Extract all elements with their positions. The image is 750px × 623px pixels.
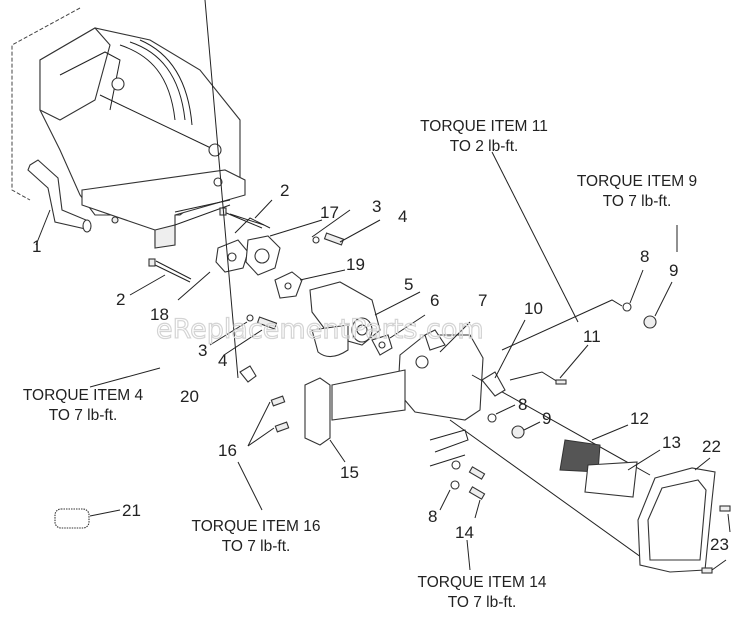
part-15-bracket: [304, 377, 346, 463]
callout-17: 17: [320, 203, 339, 222]
callout-3-upper: 3: [372, 197, 381, 216]
callout-19: 19: [346, 255, 365, 274]
torque-note-9: TORQUE ITEM 9 TO 7 lb-ft.: [577, 173, 697, 210]
callout-13: 13: [662, 433, 681, 452]
parts-8-14-lower: [429, 429, 486, 571]
callout-22: 22: [702, 437, 721, 456]
torque-note-16: TORQUE ITEM 16 TO 7 lb-ft.: [192, 518, 321, 555]
callout-6: 6: [430, 291, 439, 310]
torque-note-16-line1: TORQUE ITEM 16: [192, 518, 321, 535]
callout-9-upper: 9: [669, 261, 678, 280]
callout-21: 21: [122, 501, 141, 520]
parts-washers-screws: [209, 209, 381, 356]
part-6-gasket: [371, 314, 426, 356]
part-20: [204, 0, 257, 383]
watermark: eReplacementParts.com: [156, 314, 484, 345]
torque-note-4-line2: TO 7 lb-ft.: [49, 407, 118, 424]
callout-3-lower: 3: [198, 341, 207, 360]
engine-block: [11, 7, 246, 249]
callout-8-middle: 8: [518, 395, 527, 414]
callout-9-middle: 9: [542, 409, 551, 428]
torque-note-4-leader: [89, 367, 161, 388]
callout-10: 10: [524, 299, 543, 318]
parts-8-9-middle: [487, 404, 541, 439]
torque-note-11-line1: TORQUE ITEM 11: [420, 118, 548, 135]
torque-note-11-line2: TO 2 lb-ft.: [450, 138, 519, 155]
part-22-cover: [637, 457, 731, 574]
callout-11: 11: [583, 327, 601, 346]
parts-8-9-upper: [622, 225, 678, 329]
callout-14: 14: [455, 523, 474, 542]
torque-note-14: TORQUE ITEM 14 TO 7 lb-ft.: [418, 574, 547, 611]
torque-note-11: TORQUE ITEM 11 TO 2 lb-ft.: [420, 118, 548, 155]
torque-note-9-line2: TO 7 lb-ft.: [603, 193, 672, 210]
callout-4-lower: 4: [218, 351, 227, 370]
callout-5: 5: [404, 275, 413, 294]
callout-18: 18: [150, 305, 169, 324]
torque-note-9-line1: TORQUE ITEM 9: [577, 173, 697, 190]
torque-note-14-line2: TO 7 lb-ft.: [448, 594, 517, 611]
part-5-carburetor: [309, 281, 421, 358]
torque-note-14-line1: TORQUE ITEM 14: [418, 574, 547, 591]
part-7-muffler: [331, 321, 484, 421]
callout-8-lower: 8: [428, 507, 437, 526]
callout-20: 20: [180, 387, 199, 406]
callout-15: 15: [340, 463, 359, 482]
callout-4-upper: 4: [398, 207, 407, 226]
parts-12-13-screen: [559, 424, 661, 498]
part-1-hose: [27, 159, 92, 246]
torque-note-4: TORQUE ITEM 4 TO 7 lb-ft.: [23, 387, 144, 424]
part-11-screw: [491, 151, 623, 385]
part-16-screws: [237, 395, 290, 511]
callout-12: 12: [630, 409, 649, 428]
callout-7: 7: [478, 291, 487, 310]
torque-note-16-line2: TO 7 lb-ft.: [222, 538, 291, 555]
callout-2-upper: 2: [280, 181, 289, 200]
part-21-decal: [54, 508, 121, 529]
parts-gaskets-spacer: [177, 217, 346, 301]
heat-shield: [449, 319, 653, 566]
callout-23: 23: [710, 535, 729, 554]
callout-1: 1: [32, 237, 41, 256]
callout-8-upper: 8: [640, 247, 649, 266]
callout-16: 16: [218, 441, 237, 460]
callout-2-lower: 2: [116, 290, 125, 309]
torque-note-4-line1: TORQUE ITEM 4: [23, 387, 144, 404]
